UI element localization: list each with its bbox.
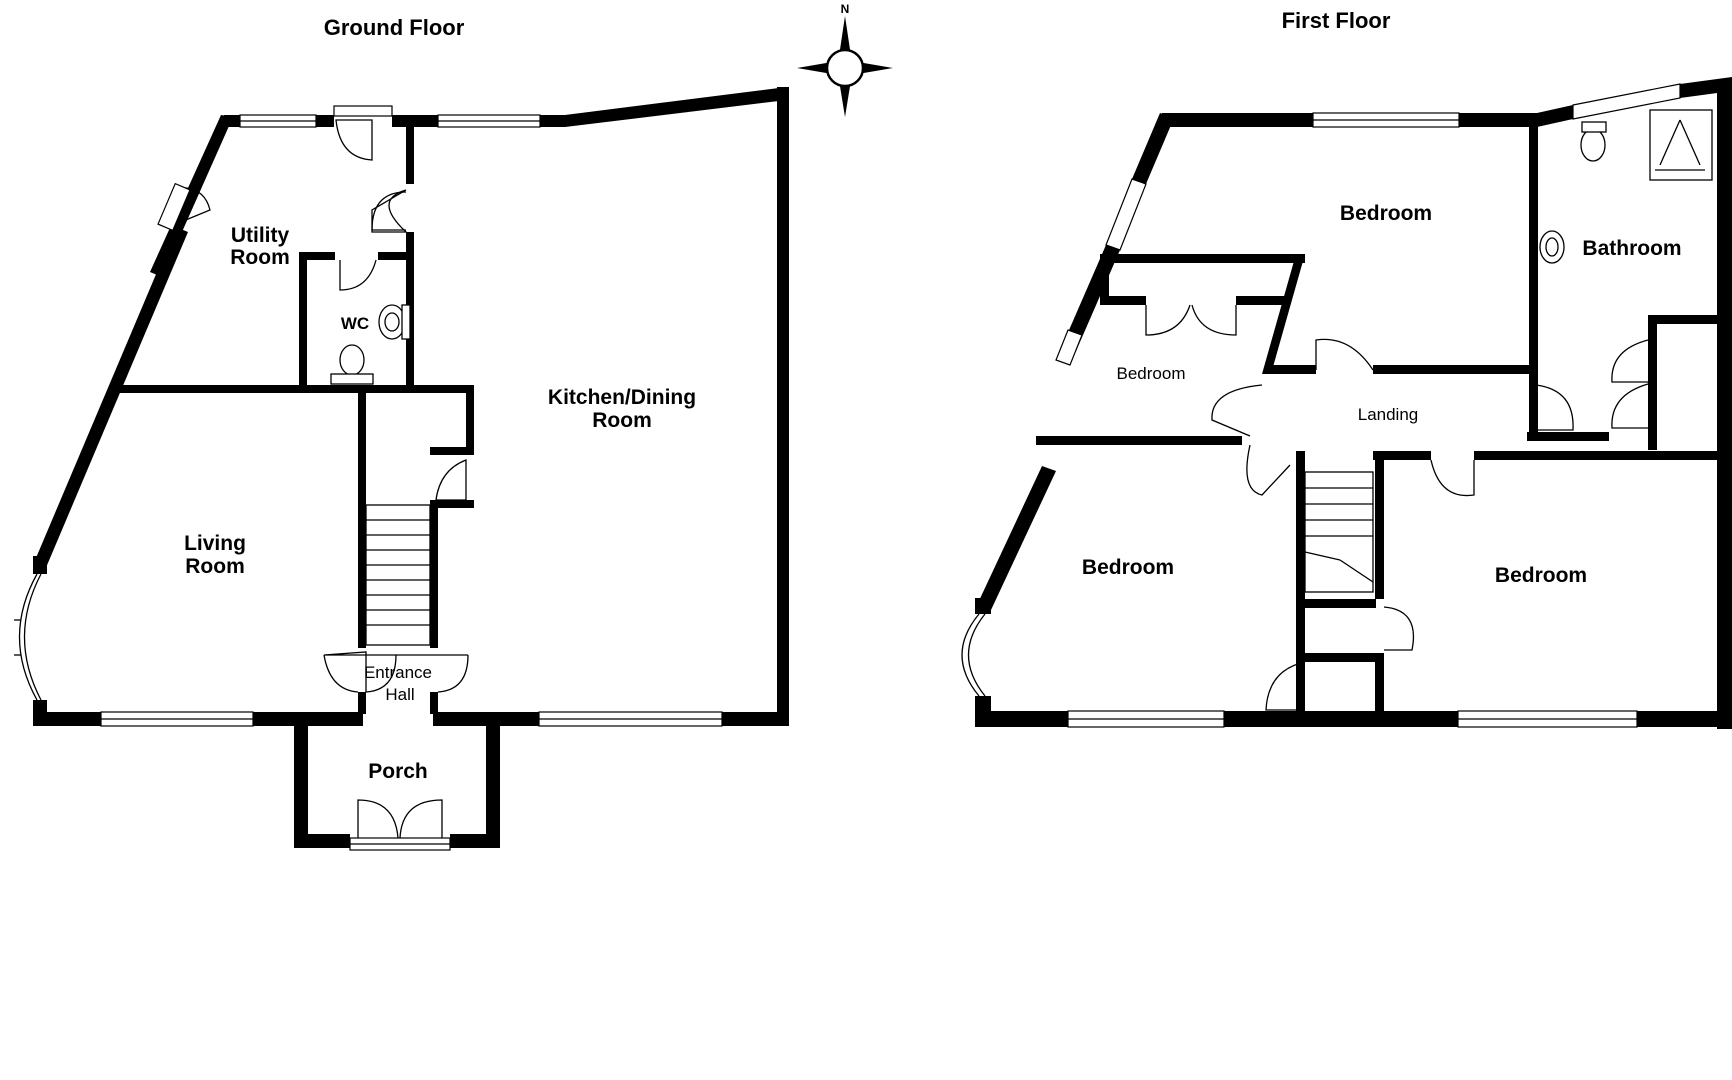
first-floor-walls bbox=[961, 77, 1732, 729]
ground-floor-fixtures bbox=[330, 304, 411, 385]
bedroom-top-label: Bedroom bbox=[1340, 202, 1432, 225]
porch-label: Porch bbox=[368, 760, 428, 783]
landing-label: Landing bbox=[1358, 405, 1419, 424]
ground-floor-stairs bbox=[365, 504, 431, 646]
bedroom-right-label: Bedroom bbox=[1495, 564, 1587, 587]
utility-room-label-line2: Room bbox=[230, 246, 290, 269]
utility-room-label-line1: Utility bbox=[231, 224, 290, 247]
living-room-label-line1: Living bbox=[184, 532, 246, 555]
first-floor-doors bbox=[1145, 304, 1649, 711]
bedroom-small-label: Bedroom bbox=[1117, 364, 1186, 383]
living-room-label-line2: Room bbox=[185, 555, 245, 578]
first-floor-stairs bbox=[1304, 471, 1374, 593]
kitchen-dining-label-line2: Room bbox=[592, 409, 652, 432]
entrance-hall-label-line2: Hall bbox=[385, 685, 414, 704]
ground-floor-porch bbox=[294, 718, 500, 848]
kitchen-dining-label-line1: Kitchen/Dining bbox=[548, 386, 696, 409]
ground-floor-title: Ground Floor bbox=[324, 15, 465, 40]
entrance-hall-label-line1: Entrance bbox=[364, 663, 432, 682]
compass-icon: N bbox=[797, 2, 893, 117]
wc-label: WC bbox=[341, 314, 369, 333]
first-floor-fixtures bbox=[1539, 109, 1713, 264]
ground-floor-plan: Ground Floor bbox=[14, 15, 789, 851]
first-floor-labels: Bedroom Bathroom Bedroom Landing Bedroom… bbox=[1082, 202, 1682, 587]
first-floor-plan: First Floor bbox=[961, 8, 1732, 729]
ground-floor-labels: Utility Room WC Kitchen/Dining Room Livi… bbox=[184, 224, 696, 783]
compass-north-label: N bbox=[841, 2, 850, 16]
bathroom-label: Bathroom bbox=[1582, 237, 1681, 260]
ground-floor-windows bbox=[100, 114, 723, 851]
first-floor-windows bbox=[1055, 83, 1681, 728]
first-floor-title: First Floor bbox=[1282, 8, 1391, 33]
bedroom-left-label: Bedroom bbox=[1082, 556, 1174, 579]
ground-floor-doors bbox=[157, 105, 469, 839]
